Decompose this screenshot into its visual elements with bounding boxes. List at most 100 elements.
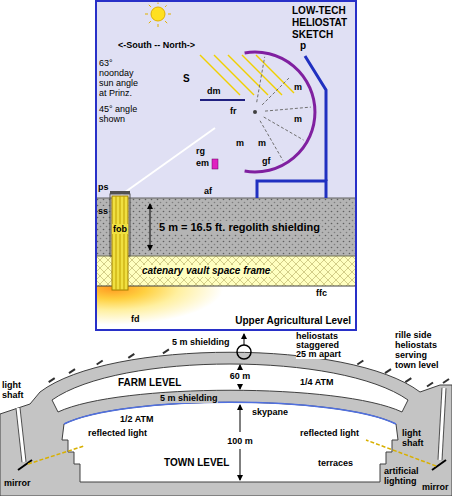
part-label: 5 m shielding bbox=[172, 337, 230, 347]
part-label: dm bbox=[207, 86, 221, 96]
part-label: em bbox=[196, 158, 209, 168]
sun-symbol bbox=[168, 14, 171, 15]
heliostat-marks bbox=[357, 361, 363, 365]
heliostat-frame bbox=[212, 159, 218, 169]
part-label: TOWN LEVEL bbox=[164, 458, 229, 468]
part-label: m bbox=[236, 138, 244, 148]
part-label: <-South -- North-> bbox=[118, 40, 195, 50]
detail-callout bbox=[237, 334, 251, 359]
part-label: ss bbox=[98, 206, 108, 216]
detail-callout bbox=[244, 334, 245, 345]
heliostat-marks bbox=[128, 354, 134, 358]
part-label: mirror bbox=[4, 478, 31, 488]
panel-ground bbox=[97, 2, 355, 198]
panel-ground bbox=[97, 286, 355, 329]
sun-symbol bbox=[145, 14, 148, 15]
light-pipe bbox=[120, 196, 121, 290]
panel-ground bbox=[97, 256, 355, 257]
rille-section bbox=[0, 352, 452, 496]
part-label: fd bbox=[131, 314, 140, 324]
part-label: rg bbox=[196, 146, 205, 156]
light-shafts bbox=[18, 408, 24, 462]
part-label: reflected light bbox=[300, 428, 359, 438]
heliostat-marks bbox=[427, 383, 433, 387]
column-label: fob bbox=[112, 224, 128, 234]
sun-symbol bbox=[145, 3, 171, 28]
heliostat-frame bbox=[253, 110, 257, 114]
heliostat-marks bbox=[385, 369, 391, 373]
part-label: m bbox=[294, 114, 302, 124]
light-shafts bbox=[18, 388, 446, 470]
part-label: light shaft bbox=[402, 428, 432, 448]
panel-title: LOW-TECH HELIOSTAT SKETCH bbox=[292, 5, 354, 41]
heliostat-marks bbox=[69, 369, 75, 373]
dimension-arrows bbox=[240, 365, 241, 370]
light-shafts bbox=[440, 388, 444, 460]
part-label: skypane bbox=[252, 407, 288, 417]
sun-symbol bbox=[165, 5, 167, 7]
part-label: 100 m bbox=[227, 436, 253, 446]
light-pipe bbox=[112, 196, 128, 290]
dimension-arrows bbox=[240, 384, 241, 389]
part-label: FARM LEVEL bbox=[118, 378, 181, 388]
band-label: catenary vault space frame bbox=[142, 265, 270, 277]
band-label: 5 m = 16.5 ft. regolith shielding bbox=[159, 221, 320, 234]
part-label: gf bbox=[262, 156, 271, 166]
part-label: 60 m bbox=[230, 371, 251, 381]
panel-ground bbox=[97, 198, 355, 256]
light-shafts bbox=[18, 460, 32, 470]
rille-section bbox=[64, 402, 396, 424]
heliostat-frame bbox=[245, 52, 315, 172]
heliostat-frame bbox=[262, 77, 290, 105]
heliostat-marks bbox=[443, 379, 449, 383]
heliostat-marks bbox=[405, 378, 411, 382]
sun-symbol bbox=[158, 3, 159, 5]
part-label: af bbox=[204, 186, 212, 196]
heliostat-marks bbox=[97, 361, 103, 365]
sun-symbol bbox=[149, 5, 151, 7]
light-pipe bbox=[116, 196, 117, 290]
part-label: m bbox=[258, 138, 266, 148]
part-label: S bbox=[183, 74, 190, 84]
heliostat-frame bbox=[257, 57, 265, 102]
light-shafts bbox=[440, 388, 444, 460]
dimension-arrows bbox=[240, 365, 241, 480]
sun-symbol bbox=[149, 21, 151, 23]
part-label: terraces bbox=[318, 458, 353, 468]
light-shafts bbox=[18, 408, 24, 462]
heliostat-frame bbox=[257, 57, 311, 161]
heliostat-frame bbox=[305, 56, 326, 181]
part-label: reflected light bbox=[88, 428, 147, 438]
light-pipe bbox=[110, 191, 130, 194]
sun-rays bbox=[200, 55, 294, 95]
part-label: 45° angle shown bbox=[99, 104, 143, 124]
rille-section bbox=[62, 402, 398, 482]
heliostat-marks bbox=[49, 349, 449, 386]
regolith-band: 5 m = 16.5 ft. regolith shielding bbox=[97, 198, 355, 256]
heliostat-frame bbox=[200, 99, 245, 101]
detail-callout bbox=[237, 345, 251, 359]
panel-ground bbox=[97, 286, 227, 329]
rille-section bbox=[0, 352, 452, 496]
fiber-column: fob bbox=[112, 198, 128, 290]
part-label: p bbox=[300, 41, 306, 51]
part-label: 1/2 ATM bbox=[120, 414, 154, 424]
sun-symbol bbox=[151, 7, 165, 21]
panel-ground bbox=[97, 198, 355, 199]
part-label: ps bbox=[98, 182, 109, 192]
light-pipe bbox=[124, 196, 125, 290]
sun-symbol bbox=[158, 24, 159, 27]
panel-ground bbox=[97, 2, 355, 329]
vault-band: catenary vault space frame bbox=[97, 256, 355, 286]
heliostat-frame bbox=[257, 181, 326, 198]
heliostat-frame bbox=[121, 52, 326, 198]
part-label: ffc bbox=[316, 288, 327, 298]
part-label: heliostats staggered 25 m apart bbox=[296, 332, 348, 359]
panel-ground bbox=[97, 286, 355, 287]
part-label: m bbox=[294, 82, 302, 92]
dimension-arrows bbox=[240, 449, 241, 480]
heliostat-marks bbox=[163, 349, 169, 353]
panel-ground bbox=[97, 256, 355, 286]
part-label: 5 m shielding bbox=[160, 393, 218, 403]
